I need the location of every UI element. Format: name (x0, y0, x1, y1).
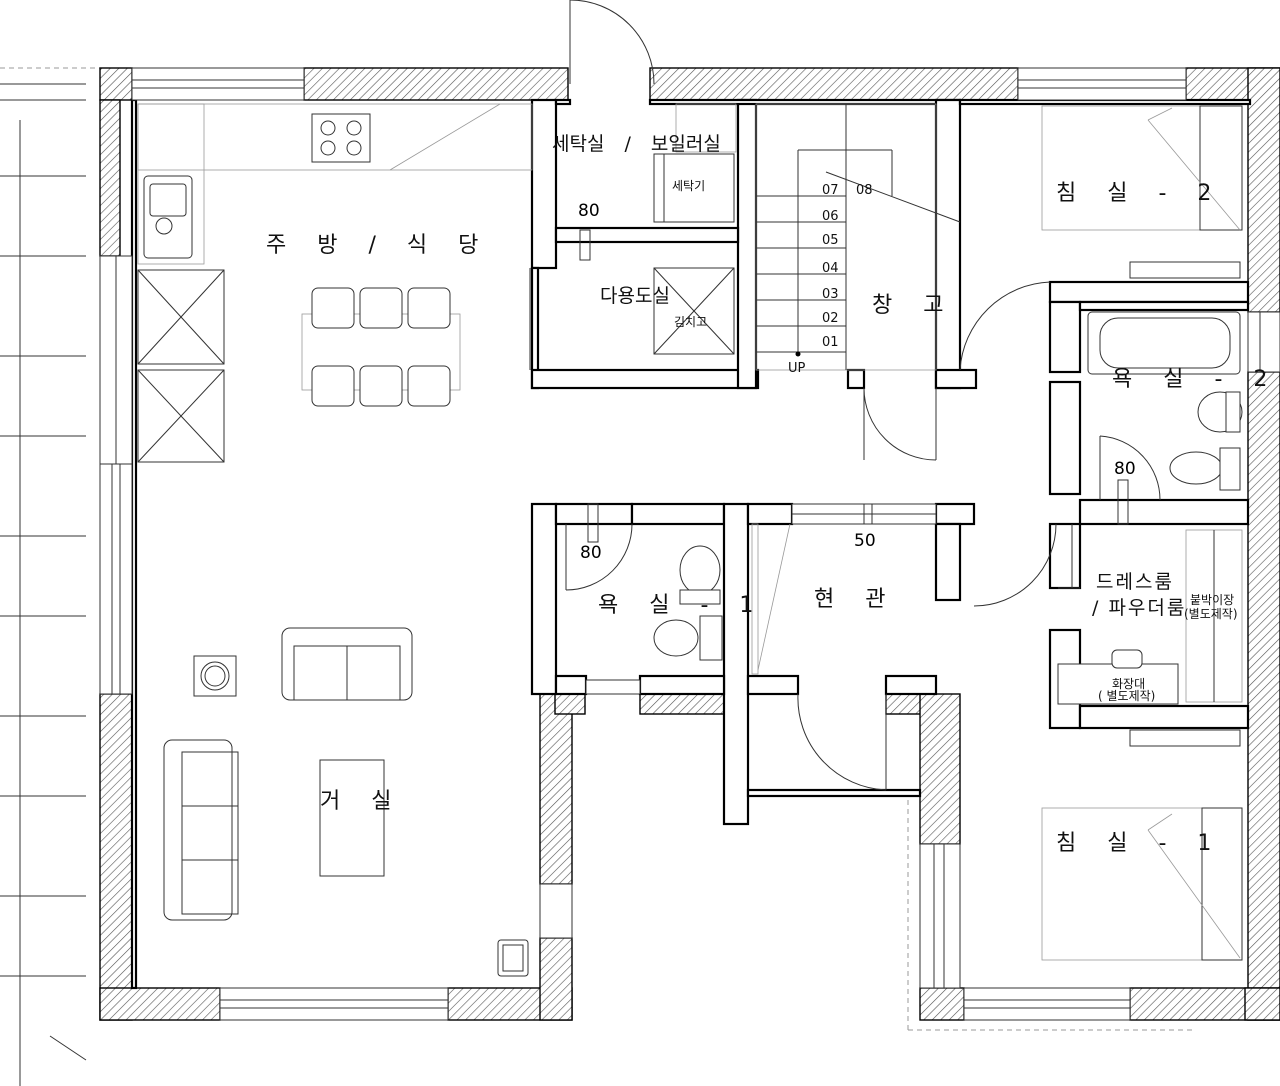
stair (755, 103, 961, 371)
bathroom2-fixtures (1087, 311, 1243, 525)
site-lines (0, 67, 1192, 1086)
step-05: 05 (822, 233, 839, 248)
label-washer: 세탁기 (672, 179, 705, 193)
door-dimensions: 80 80 80 50 (578, 201, 1136, 563)
stair-up-label: UP (788, 361, 806, 376)
label-bedroom1: 침 실 - 1 (1056, 831, 1223, 856)
laundry-fixtures (579, 103, 737, 355)
label-kimchi-fridge: 김치고 (674, 315, 707, 329)
stair-labels: 01 02 03 04 05 06 07 08 UP (788, 183, 873, 376)
step-04: 04 (822, 261, 839, 276)
kitchen-fixtures (137, 103, 533, 463)
bathroom1-fixtures (587, 503, 723, 661)
label-vanity-line1: 화장대 (1112, 677, 1145, 691)
label-bathroom2: 욕 실 - 2 (1112, 367, 1279, 392)
interior-walls (130, 98, 1252, 990)
label-dressroom-line1: 드레스룸 (1096, 571, 1174, 593)
dim-bathroom1-door: 80 (580, 543, 602, 563)
step-03: 03 (822, 287, 839, 302)
step-02: 02 (822, 311, 839, 326)
label-laundry: 세탁실 / 보일러실 (552, 133, 721, 155)
entrance-fixtures (751, 503, 873, 675)
label-closet-line1: 붙박이장 (1190, 593, 1234, 607)
label-closet-line2: (별도제작) (1184, 607, 1238, 621)
label-dressroom-line2: / 파우더룸 (1092, 597, 1186, 619)
dim-bathroom2-door: 80 (1114, 459, 1136, 479)
label-kitchen: 주 방 / 식 당 (266, 233, 490, 258)
windows (99, 67, 1280, 1021)
dressroom-fixtures (1057, 529, 1243, 705)
label-utility: 다용도실 (600, 285, 670, 307)
step-08: 08 (856, 183, 873, 198)
dim-laundry-door: 80 (578, 201, 600, 221)
label-bedroom2: 침 실 - 2 (1056, 181, 1223, 206)
label-bathroom1: 욕 실 - 1 (598, 593, 765, 618)
bedroom1-furniture (1041, 729, 1243, 961)
step-01: 01 (822, 335, 839, 350)
label-vanity-line2: ( 별도제작) (1098, 689, 1155, 703)
fixture-labels: 세탁기 김치고 붙박이장 (별도제작) 화장대 ( 별도제작) (672, 179, 1238, 703)
label-living: 거 실 (320, 789, 403, 814)
label-storage: 창 고 (872, 293, 955, 318)
dim-entrance-door: 50 (854, 531, 876, 551)
step-07: 07 (822, 183, 839, 198)
bedroom2-furniture (1041, 105, 1243, 279)
living-furniture (163, 627, 529, 977)
step-06: 06 (822, 209, 839, 224)
room-labels: 주 방 / 식 당 거 실 세탁실 / 보일러실 다용도실 창 고 침 실 - … (266, 133, 1279, 856)
doors (529, 0, 1161, 791)
label-entrance: 현 관 (814, 587, 897, 612)
exterior-walls (99, 67, 1280, 1021)
